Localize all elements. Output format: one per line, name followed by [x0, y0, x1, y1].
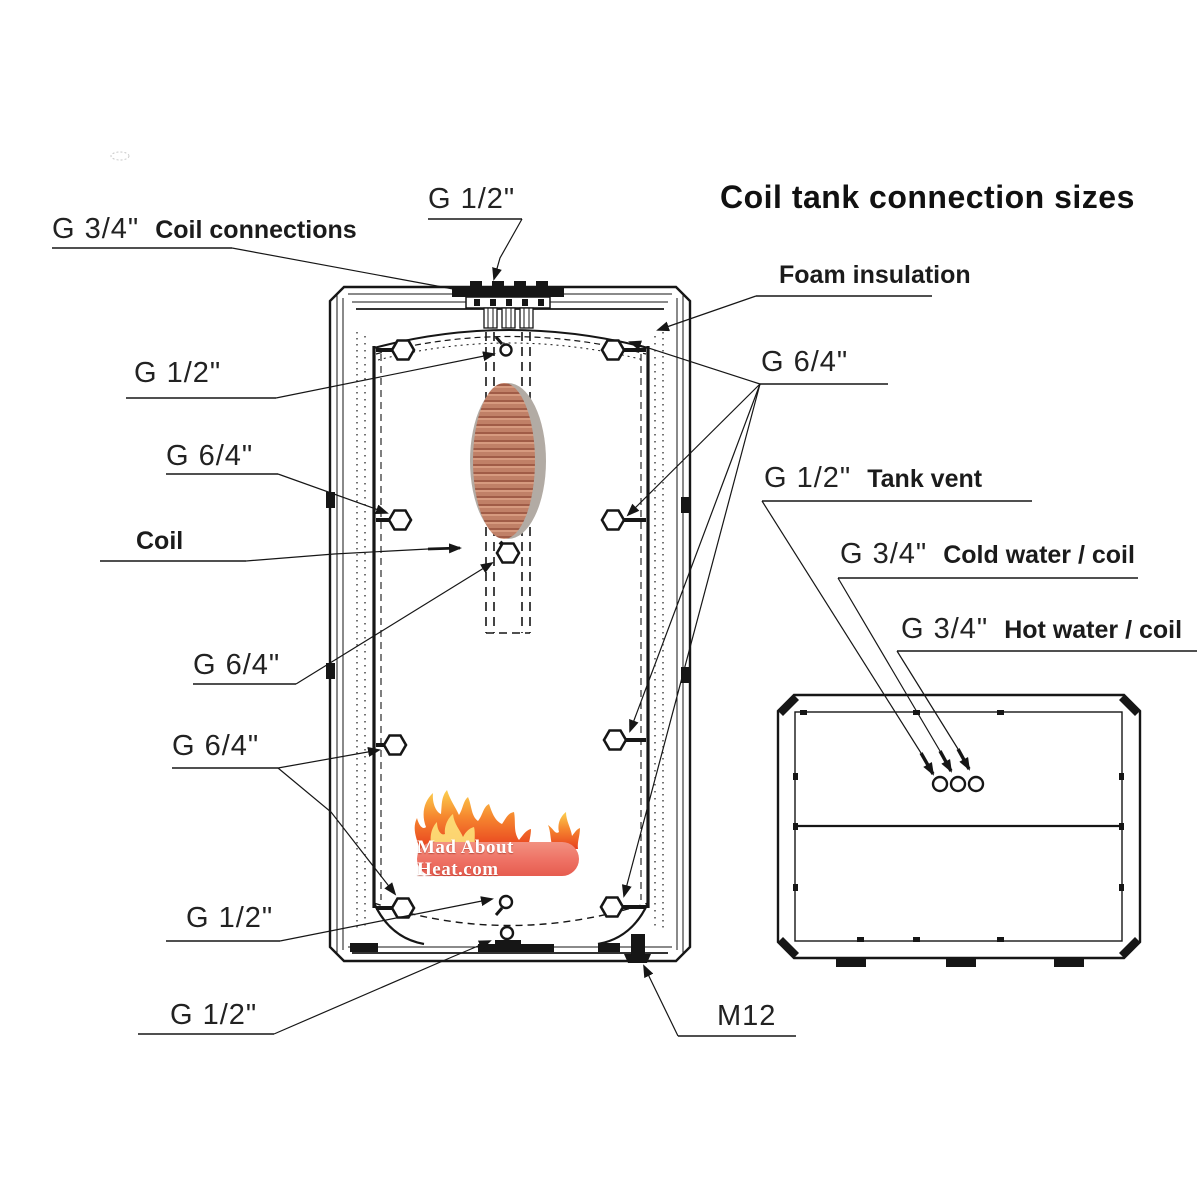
tank-shell [328, 285, 692, 963]
callout-cold-water: G 3/4" Cold water / coil [840, 538, 1135, 571]
callout-coil-connections-text: Coil connections [155, 216, 357, 244]
callout-coil-connections-size: G 3/4" [52, 213, 140, 245]
callout-hot-water-text: Hot water / coil [1004, 616, 1183, 644]
watermark-logo: Mad About Heat.com [417, 837, 579, 880]
callout-foam-insulation: Foam insulation [779, 261, 971, 289]
callout-lower-left-port: G 6/4" [172, 730, 260, 762]
page-title: Coil tank connection sizes [720, 179, 1135, 215]
callout-hot-water: G 3/4" Hot water / coil [901, 613, 1183, 646]
foam-insulation-stipple [356, 332, 664, 930]
callout-bottom-sensor: G 1/2" [186, 902, 274, 934]
flange-assembly [452, 281, 564, 329]
callout-right-ports: G 6/4" [761, 346, 849, 378]
callout-cold-water-text: Cold water / coil [943, 541, 1135, 569]
callout-tank-vent-size: G 1/2" [764, 462, 852, 494]
callout-hot-water-size: G 3/4" [901, 613, 989, 645]
callout-cold-water-size: G 3/4" [840, 538, 928, 570]
callout-bolt: M12 [717, 1000, 777, 1032]
top-view-box [776, 693, 1142, 967]
callout-drain: G 1/2" [170, 999, 258, 1031]
callout-upper-sensor: G 1/2" [134, 357, 222, 389]
stray-mark [110, 151, 130, 161]
callout-coil-connections: G 3/4" Coil connections [52, 213, 357, 246]
callout-coil: Coil [136, 527, 184, 555]
coil-graphic [470, 383, 546, 539]
tank-bottom-hardware [350, 934, 651, 963]
callout-top-port: G 1/2" [428, 183, 516, 215]
callout-tank-vent: G 1/2" Tank vent [764, 462, 983, 495]
leader-lines [52, 218, 1197, 1037]
callout-tank-vent-text: Tank vent [867, 465, 983, 493]
watermark-logo-text: Mad About Heat.com [417, 837, 514, 880]
logo-flames [414, 790, 580, 849]
callout-upper-left-port: G 6/4" [166, 440, 254, 472]
callout-coil-return: G 6/4" [193, 649, 281, 681]
jacket-seam-tabs [326, 492, 690, 683]
